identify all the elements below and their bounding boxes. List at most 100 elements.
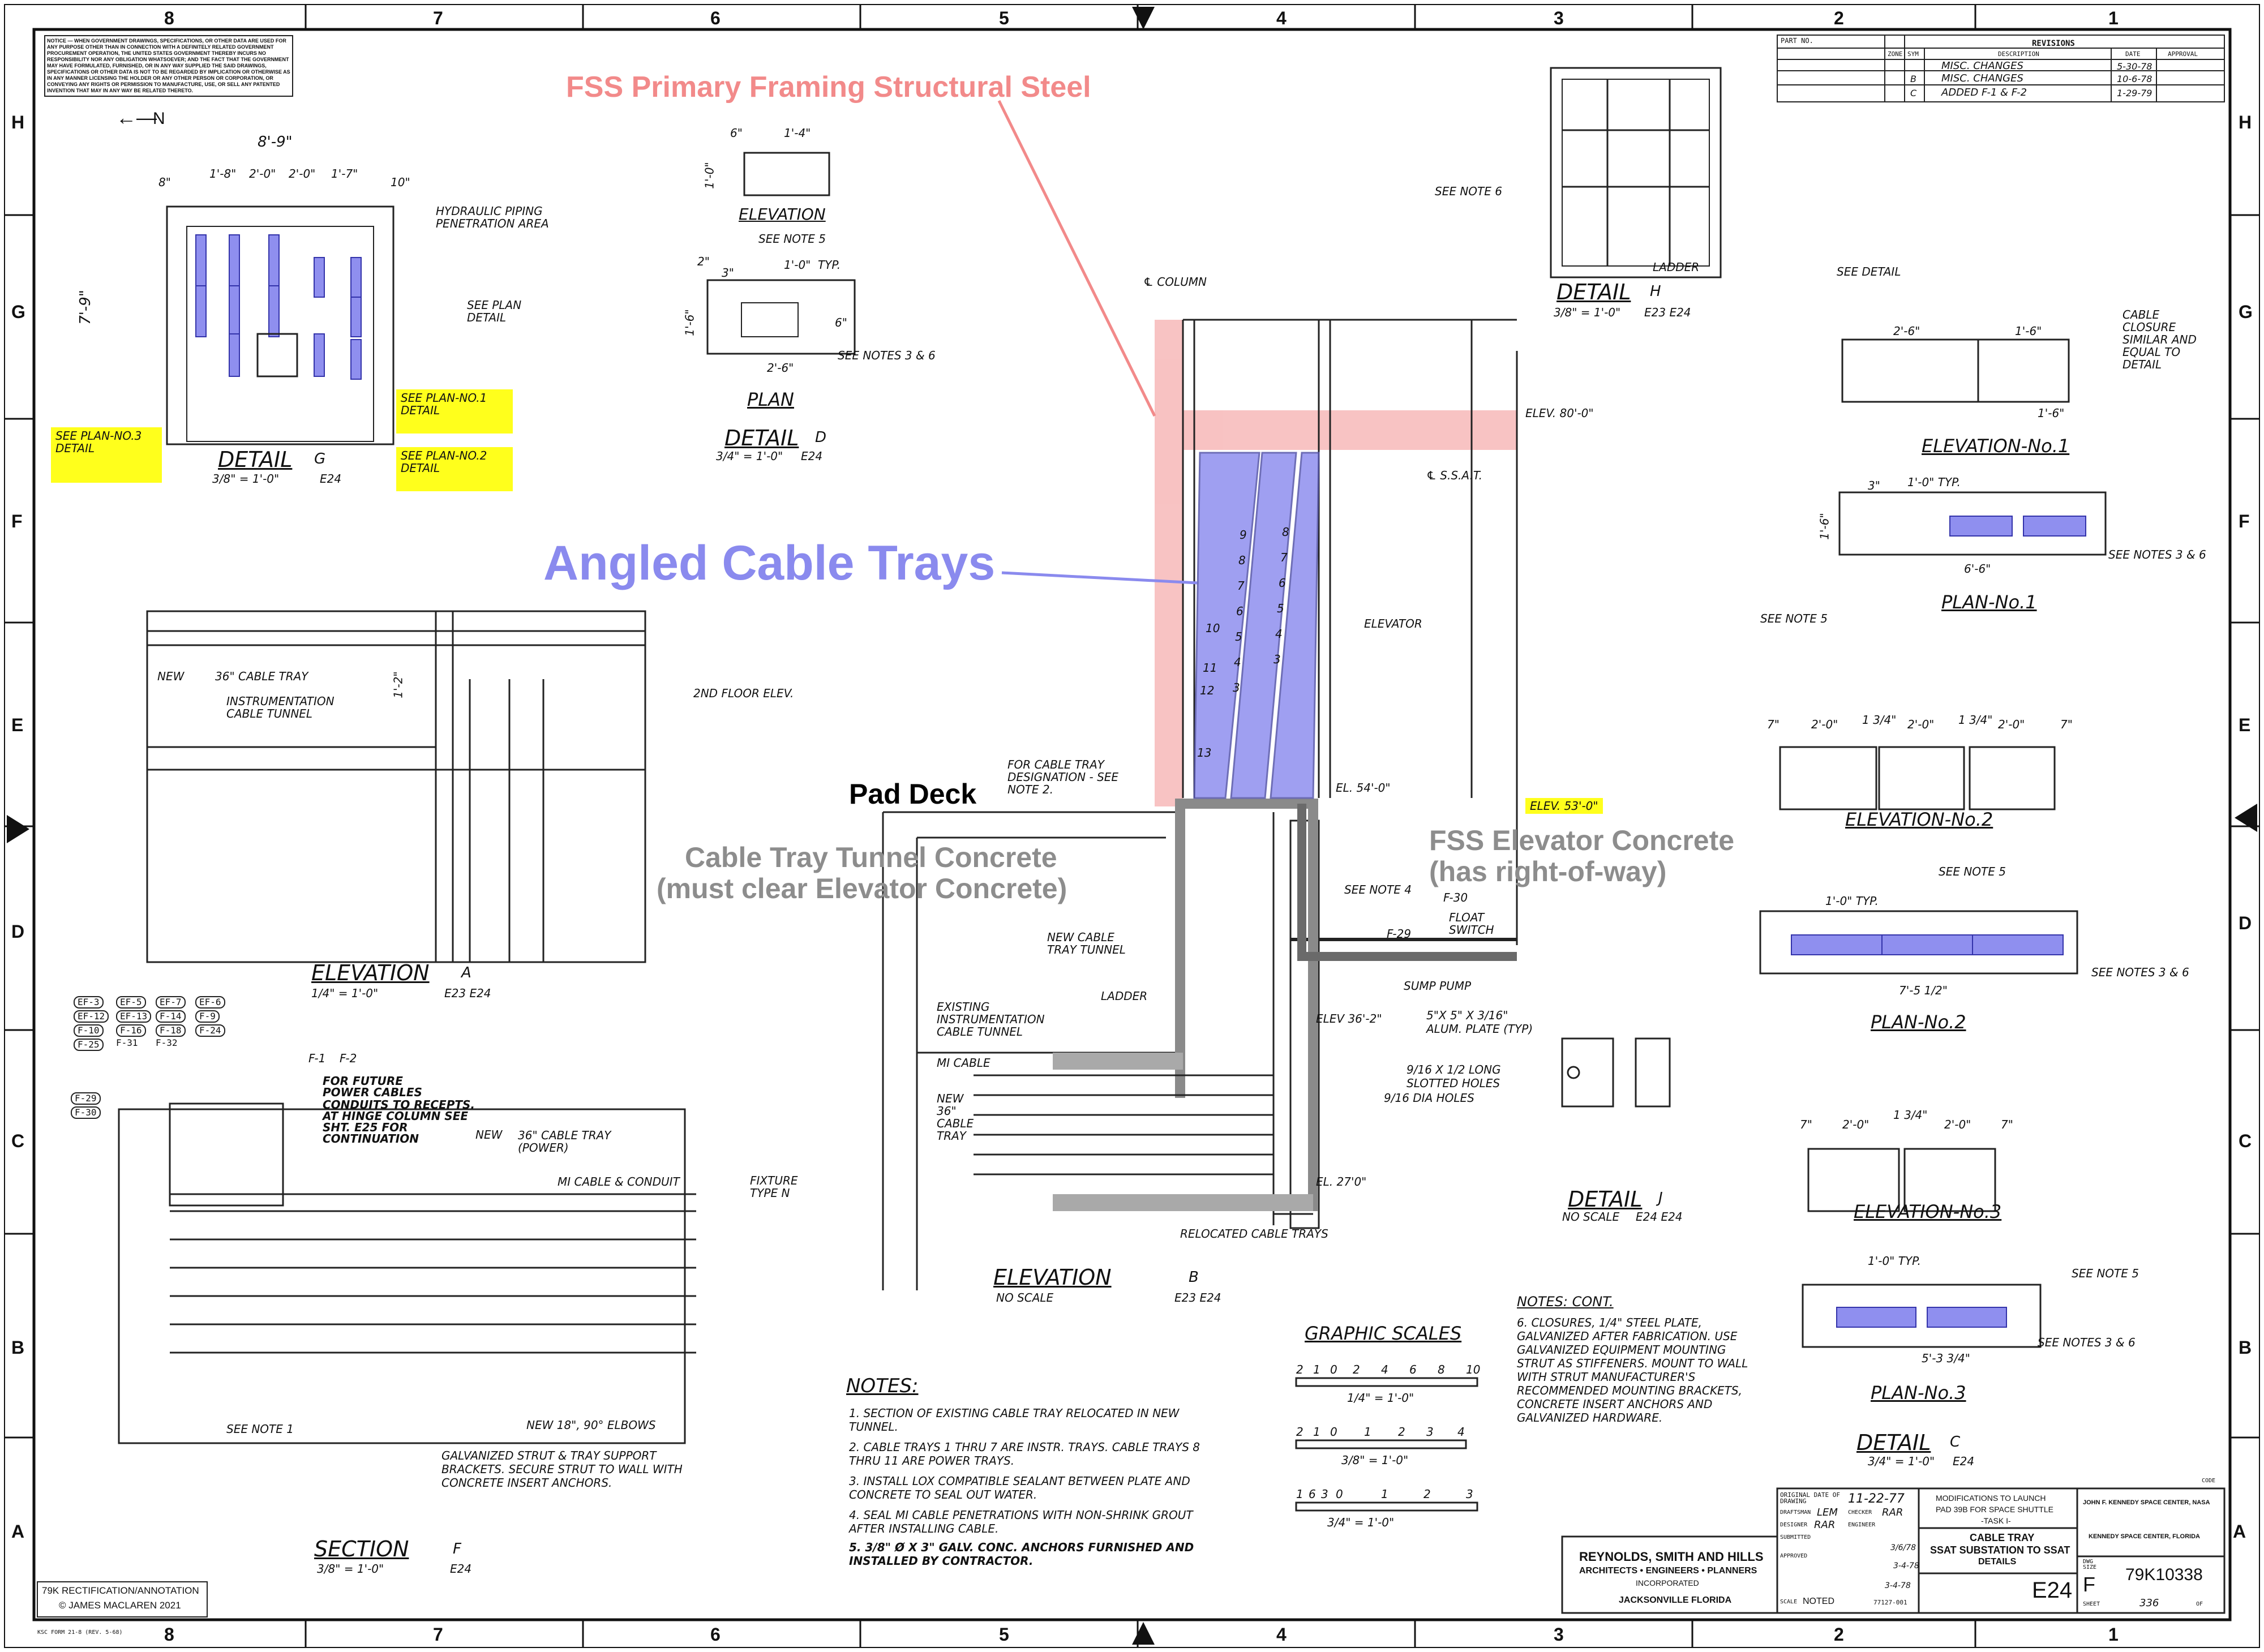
detail-h-letter: H	[1650, 283, 1661, 300]
tb-of: OF	[2196, 1601, 2203, 1607]
tray-num-a1: 9	[1240, 528, 1247, 542]
sf-tag-5: EF-12	[74, 1010, 109, 1023]
fss-steel-overlay	[1155, 320, 1517, 806]
tb-mod-3: -TASK I-	[1981, 1516, 2011, 1525]
sf-tag-6: EF-13	[116, 1010, 152, 1023]
rev-row-3-sym: C	[1910, 88, 1917, 98]
zone-right-f: F	[2239, 511, 2250, 531]
scale2-label: 3/8" = 1'-0"	[1341, 1453, 1409, 1467]
detail-d-dim-3: 3"	[722, 266, 734, 280]
sf-tag-13: F-25	[74, 1039, 104, 1051]
revisions-table	[1777, 35, 2225, 102]
tb-sheet-no: 336	[2139, 1597, 2159, 1609]
tray-num-b2: 11	[1203, 661, 1217, 675]
government-notice: NOTICE — WHEN GOVERNMENT DRAWINGS, SPECI…	[44, 35, 293, 97]
sf-fixture: FIXTURE TYPE N	[750, 1174, 798, 1200]
sf-new: NEW	[475, 1128, 503, 1142]
zone-right-e: E	[2239, 715, 2251, 735]
scale2-tick-3: 1	[1364, 1425, 1371, 1439]
tb-tray-2: SSAT SUBSTATION TO SSAT	[1930, 1544, 2070, 1556]
detail-g-dim-5: 1'-7"	[331, 167, 358, 181]
right-elev2: ELEVATION-No.2	[1845, 809, 1993, 830]
scale1-tick-0: 2	[1296, 1363, 1303, 1376]
scale2-tick-2: 0	[1330, 1425, 1337, 1439]
zone-bottom-6: 6	[710, 1624, 721, 1645]
angled-cable-trays	[1193, 452, 1320, 799]
center-new-tunnel: NEW CABLE TRAY TUNNEL	[1047, 930, 1126, 956]
detail-d-typ: TYP.	[818, 258, 841, 272]
detail-h-drawing	[1550, 67, 1722, 278]
center-ssat: ℄ S.S.A.T.	[1426, 469, 1483, 482]
scale3-tick-2: 3	[1321, 1487, 1328, 1501]
note-1: 1. SECTION OF EXISTING CABLE TRAY RELOCA…	[849, 1406, 1180, 1434]
zone-bottom-3: 3	[1554, 1624, 1564, 1645]
zone-right-g: G	[2239, 302, 2253, 322]
right-plan3: PLAN-No.3	[1871, 1382, 1966, 1404]
rev-row-1-date: 5-30-78	[2117, 61, 2152, 72]
right-dims1-b: 1'-6"	[2015, 324, 2042, 338]
elevation-a-letter: A	[461, 964, 471, 981]
detail-d-elevation: ELEVATION	[739, 205, 826, 224]
detail-g-dim-1: 8"	[158, 175, 171, 189]
right-dims3-f: 5'-3 3/4"	[1922, 1351, 1970, 1365]
sf-see-note-1: SEE NOTE 1	[226, 1422, 294, 1436]
tb-designer: DESIGNER	[1780, 1522, 1808, 1528]
rev-row-2-sym: B	[1910, 74, 1916, 84]
tray-num-c4: 5	[1277, 602, 1284, 615]
note-6: 6. CLOSURES, 1/4" STEEL PLATE, GALVANIZE…	[1517, 1316, 1748, 1424]
rev-row-2-desc: MISC. CHANGES	[1941, 72, 2023, 84]
scale1-tick-6: 8	[1438, 1363, 1445, 1376]
tb-job: 77127-001	[1873, 1599, 1907, 1606]
tray-num-c1: 8	[1282, 525, 1289, 539]
right-see-notes-36-1: SEE NOTES 3 & 6	[2108, 548, 2206, 561]
detail-h-sheet: E23 E24	[1644, 306, 1691, 319]
tray-num-c6: 3	[1273, 653, 1281, 666]
relocated-trays	[974, 1074, 1273, 1175]
center-float: FLOAT SWITCH	[1449, 911, 1494, 937]
tray-num-a7: 3	[1233, 681, 1240, 694]
tray-num-a5: 5	[1235, 630, 1242, 643]
center-f29: F-29	[1387, 927, 1412, 941]
zone-top-3: 3	[1554, 8, 1564, 28]
detail-j-scale: NO SCALE	[1562, 1210, 1620, 1224]
zone-top-6: 6	[710, 8, 721, 28]
right-dims3-a: 7"	[1800, 1118, 1812, 1131]
sf-tag-12: F-24	[195, 1024, 225, 1037]
tb-orig-date-label: ORIGINAL DATE OF DRAWING	[1780, 1491, 1840, 1505]
sf-tag-15: F-32	[156, 1037, 178, 1048]
tray-num-a6: 4	[1234, 655, 1241, 669]
zone-bottom-2: 2	[1834, 1624, 1844, 1645]
scale3-tick-4: 1	[1381, 1487, 1388, 1501]
center-elevator: ELEVATOR	[1364, 617, 1422, 630]
right-typ-2: 1'-0" TYP.	[1825, 894, 1879, 908]
detail-g-drawing	[166, 205, 395, 445]
tunnel-concrete	[1175, 799, 1318, 1211]
tb-dwg-size-label: DWG SIZE	[2083, 1559, 2097, 1571]
zone-bottom-5: 5	[999, 1624, 1009, 1645]
title-block-frame	[1561, 1487, 2226, 1614]
sf-tag-1: EF-3	[74, 996, 104, 1009]
center-mi: MI CABLE	[937, 1056, 990, 1070]
elevation-b-scale: NO SCALE	[996, 1291, 1054, 1305]
tb-tray-3: DETAILS	[1978, 1557, 2017, 1567]
elevation-a-sheet: E23 E24	[444, 986, 491, 1000]
right-dims3-b: 2'-0"	[1842, 1118, 1869, 1131]
right-see-detail-j: SEE DETAIL	[1837, 265, 1901, 278]
sf-tag-2: EF-5	[116, 996, 146, 1009]
dj-angle: 5"X 5" X 3/16" ALUM. PLATE (TYP)	[1426, 1009, 1533, 1036]
firm-tagline: ARCHITECTS • ENGINEERS • PLANNERS	[1579, 1566, 1757, 1576]
rev-part-no: PART NO.	[1781, 37, 1813, 45]
detail-g-dim-width: 8'-9"	[258, 134, 293, 151]
center-column: ℄ COLUMN	[1143, 275, 1207, 289]
tb-orig-date: 11-22-77	[1848, 1492, 1905, 1506]
rev-zone: ZONE	[1888, 50, 1903, 58]
detail-g-scale: 3/8" = 1'-0"	[212, 472, 280, 486]
detail-g-sheet: E24	[320, 472, 342, 486]
scale2-tick-1: 1	[1313, 1425, 1320, 1439]
zone-right-a: A	[2233, 1521, 2246, 1542]
zone-left-e: E	[11, 715, 24, 735]
right-see-notes-36-3: SEE NOTES 3 & 6	[2038, 1336, 2136, 1349]
zone-top-5: 5	[999, 8, 1009, 28]
tb-approved: APPROVED	[1780, 1553, 1808, 1559]
sf-tag-17: F-30	[71, 1106, 101, 1119]
